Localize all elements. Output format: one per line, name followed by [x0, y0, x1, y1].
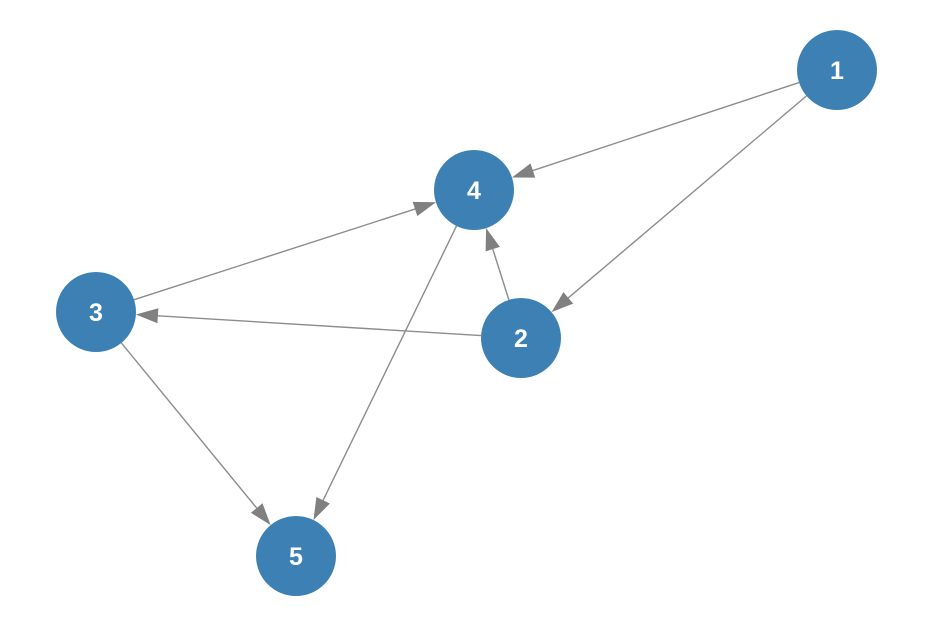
- graph-node-circle[interactable]: [56, 272, 136, 352]
- graph-edge: [313, 225, 458, 521]
- graph-node-4[interactable]: 4: [434, 150, 514, 230]
- graph-node-label: 3: [89, 299, 103, 327]
- graph-edge-line: [566, 95, 807, 300]
- graph-node-1[interactable]: 1: [797, 30, 877, 110]
- edges-layer: [120, 81, 807, 526]
- graph-edge-arrowhead: [313, 496, 330, 521]
- graph-node-label: 2: [514, 325, 528, 353]
- graph-edge-line: [530, 81, 800, 172]
- graph-node-label: 1: [830, 57, 844, 85]
- graph-edge: [551, 95, 807, 313]
- graph-edge-line: [133, 207, 418, 301]
- graph-node-circle[interactable]: [481, 298, 561, 378]
- graph-node-2[interactable]: 2: [481, 298, 561, 378]
- graph-edge-arrowhead: [551, 292, 574, 313]
- graph-edge-arrowhead: [511, 163, 536, 178]
- graph-node-3[interactable]: 3: [56, 272, 136, 352]
- graph-edge-arrowhead: [485, 228, 500, 252]
- graph-edge: [511, 81, 800, 178]
- graph-node-label: 4: [467, 177, 481, 205]
- graph-edge-line: [120, 342, 259, 511]
- graph-edge: [485, 228, 510, 301]
- graph-edge-line: [155, 314, 482, 337]
- graph-node-5[interactable]: 5: [256, 516, 336, 596]
- graph-edge: [120, 342, 271, 526]
- graph-edge: [135, 308, 482, 337]
- graph-node-circle[interactable]: [256, 516, 336, 596]
- graph-node-circle[interactable]: [434, 150, 514, 230]
- graph-edge-arrowhead: [135, 308, 159, 324]
- graph-edge-arrowhead: [250, 503, 271, 526]
- graph-edge-arrowhead: [412, 201, 436, 217]
- graph-edge: [133, 201, 436, 301]
- graph-edge-line: [491, 246, 510, 301]
- graph-edge-line: [321, 225, 458, 503]
- graph-node-circle[interactable]: [797, 30, 877, 110]
- nodes-layer: 1 2 3 4 5: [56, 30, 877, 596]
- graph-node-label: 5: [289, 543, 303, 571]
